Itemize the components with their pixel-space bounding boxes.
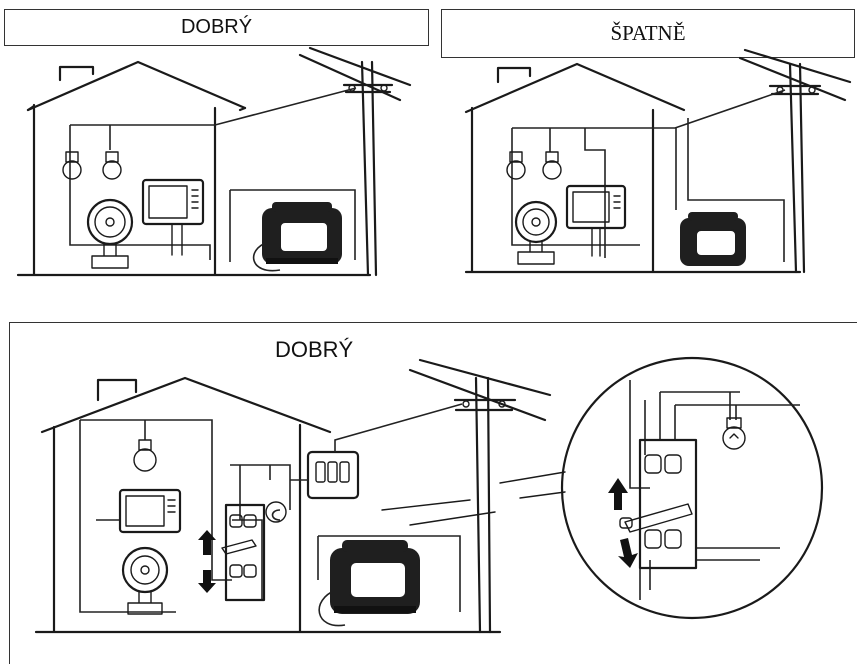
label-bad-top: ŠPATNĚ <box>441 9 855 58</box>
diagram-bad-top <box>464 48 852 274</box>
tv-icon <box>141 178 205 256</box>
generator-icon <box>330 540 420 614</box>
generator-icon <box>680 212 746 266</box>
magnified-view <box>560 356 824 620</box>
arrow-up-icon <box>198 530 216 555</box>
light-bulb-icon <box>62 151 122 180</box>
label-good-top: DOBRÝ <box>4 9 429 46</box>
diagram-good-top <box>16 46 412 277</box>
arrow-down-icon <box>618 538 638 568</box>
bottom-panel-frame <box>9 322 857 664</box>
light-bulb-icon <box>506 151 562 180</box>
utility-pole <box>298 46 412 277</box>
fan-icon <box>121 546 169 615</box>
light-bulb-icon <box>722 417 746 450</box>
transfer-switch-icon <box>221 503 266 602</box>
arrow-up-icon <box>608 478 628 510</box>
house-outline <box>34 376 502 634</box>
diagram-good-bottom <box>34 356 824 634</box>
tv-icon <box>118 488 182 534</box>
utility-pole <box>738 48 852 274</box>
fan-icon <box>86 198 134 269</box>
fan-icon <box>514 200 558 265</box>
utility-pole <box>408 358 552 634</box>
generator-icon <box>262 202 342 264</box>
light-bulb-icon <box>133 439 157 472</box>
arrow-down-icon <box>198 570 216 593</box>
outlet-icon <box>265 501 287 523</box>
house-outline <box>464 62 802 274</box>
house-outline <box>16 60 372 277</box>
tv-icon <box>565 184 627 257</box>
meter-box-icon <box>306 450 360 500</box>
label-good-bottom: DOBRÝ <box>275 337 354 362</box>
